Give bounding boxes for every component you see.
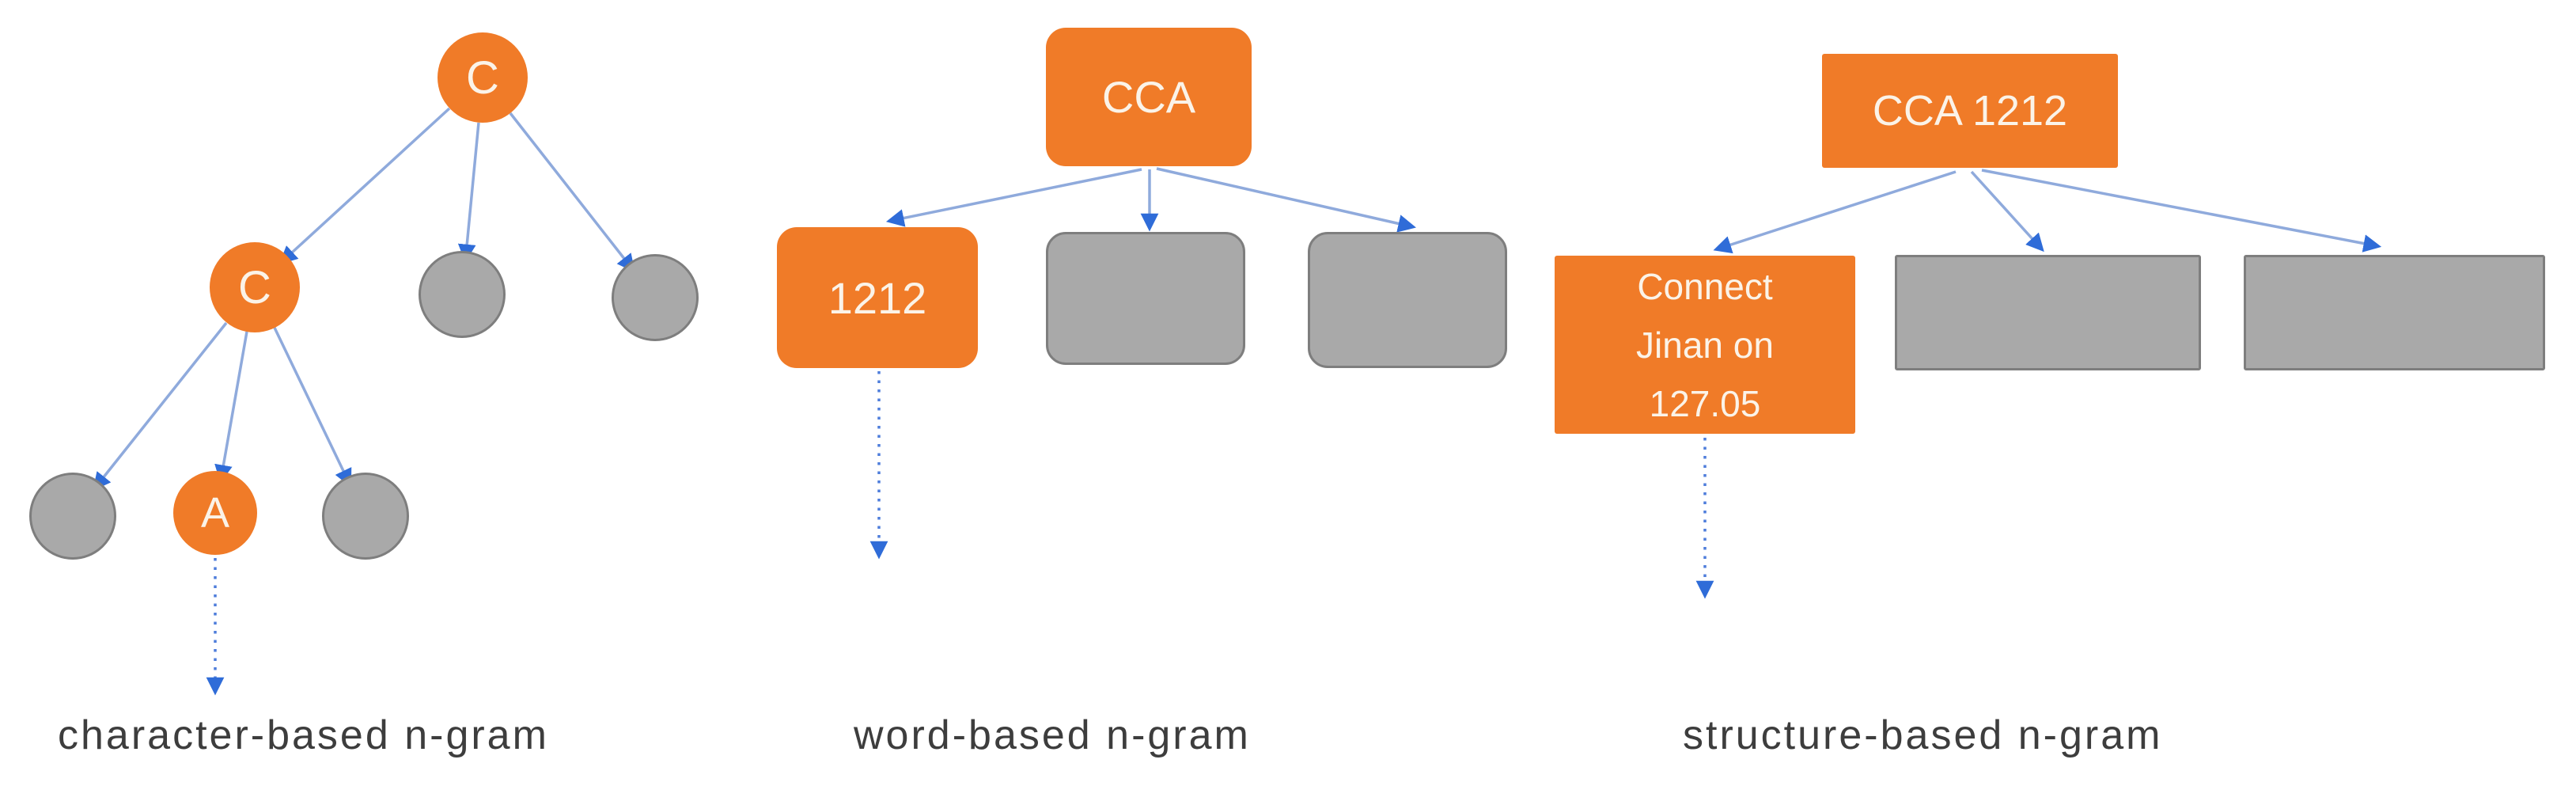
edge-struct-root-to-g1 <box>1970 170 2044 253</box>
edge-char-l2c-to-l3a <box>214 331 248 484</box>
caption-structure-based-ngram: structure-based n-gram <box>1683 712 2163 758</box>
word-tree-empty-node <box>1308 232 1507 368</box>
char-tree-level2-empty-node <box>612 254 699 341</box>
struct-tree-empty-node <box>2244 255 2545 370</box>
char-tree-level3-empty-node <box>29 473 116 560</box>
word-tree-highlight-child-node: 1212 <box>777 227 978 368</box>
char-tree-level3-empty-node <box>322 473 409 560</box>
edge-struct-root-to-g2 <box>1981 169 2382 253</box>
edge-word-root-to-g2 <box>1156 167 1416 233</box>
caption-character-based-ngram: character-based n-gram <box>58 712 549 758</box>
edge-char-l2c-to-l3g1 <box>93 321 228 492</box>
edge-char-root-to-l2c <box>278 107 451 264</box>
struct-tree-empty-node <box>1895 255 2201 370</box>
word-tree-root-node: CCA <box>1046 28 1252 166</box>
word-tree-empty-node <box>1046 232 1245 365</box>
char-tree-root-node: C <box>438 32 528 123</box>
struct-tree-root-node: CCA 1212 <box>1822 54 2118 168</box>
edge-word-root-to-1212 <box>885 168 1142 227</box>
edge-char-root-to-l2g2 <box>509 112 635 273</box>
char-tree-level3-highlight-node: A <box>173 471 257 555</box>
struct-tree-highlight-child-node: Connect Jinan on 127.05 <box>1555 256 1855 434</box>
char-tree-level2-highlight-node: C <box>210 242 300 332</box>
edge-char-root-to-l2g1 <box>457 122 480 263</box>
edge-char-l2c-to-l3g2 <box>273 327 352 488</box>
char-tree-level2-empty-node <box>419 251 506 338</box>
caption-word-based-ngram: word-based n-gram <box>854 712 1251 758</box>
edge-struct-root-to-connect <box>1713 170 1957 254</box>
